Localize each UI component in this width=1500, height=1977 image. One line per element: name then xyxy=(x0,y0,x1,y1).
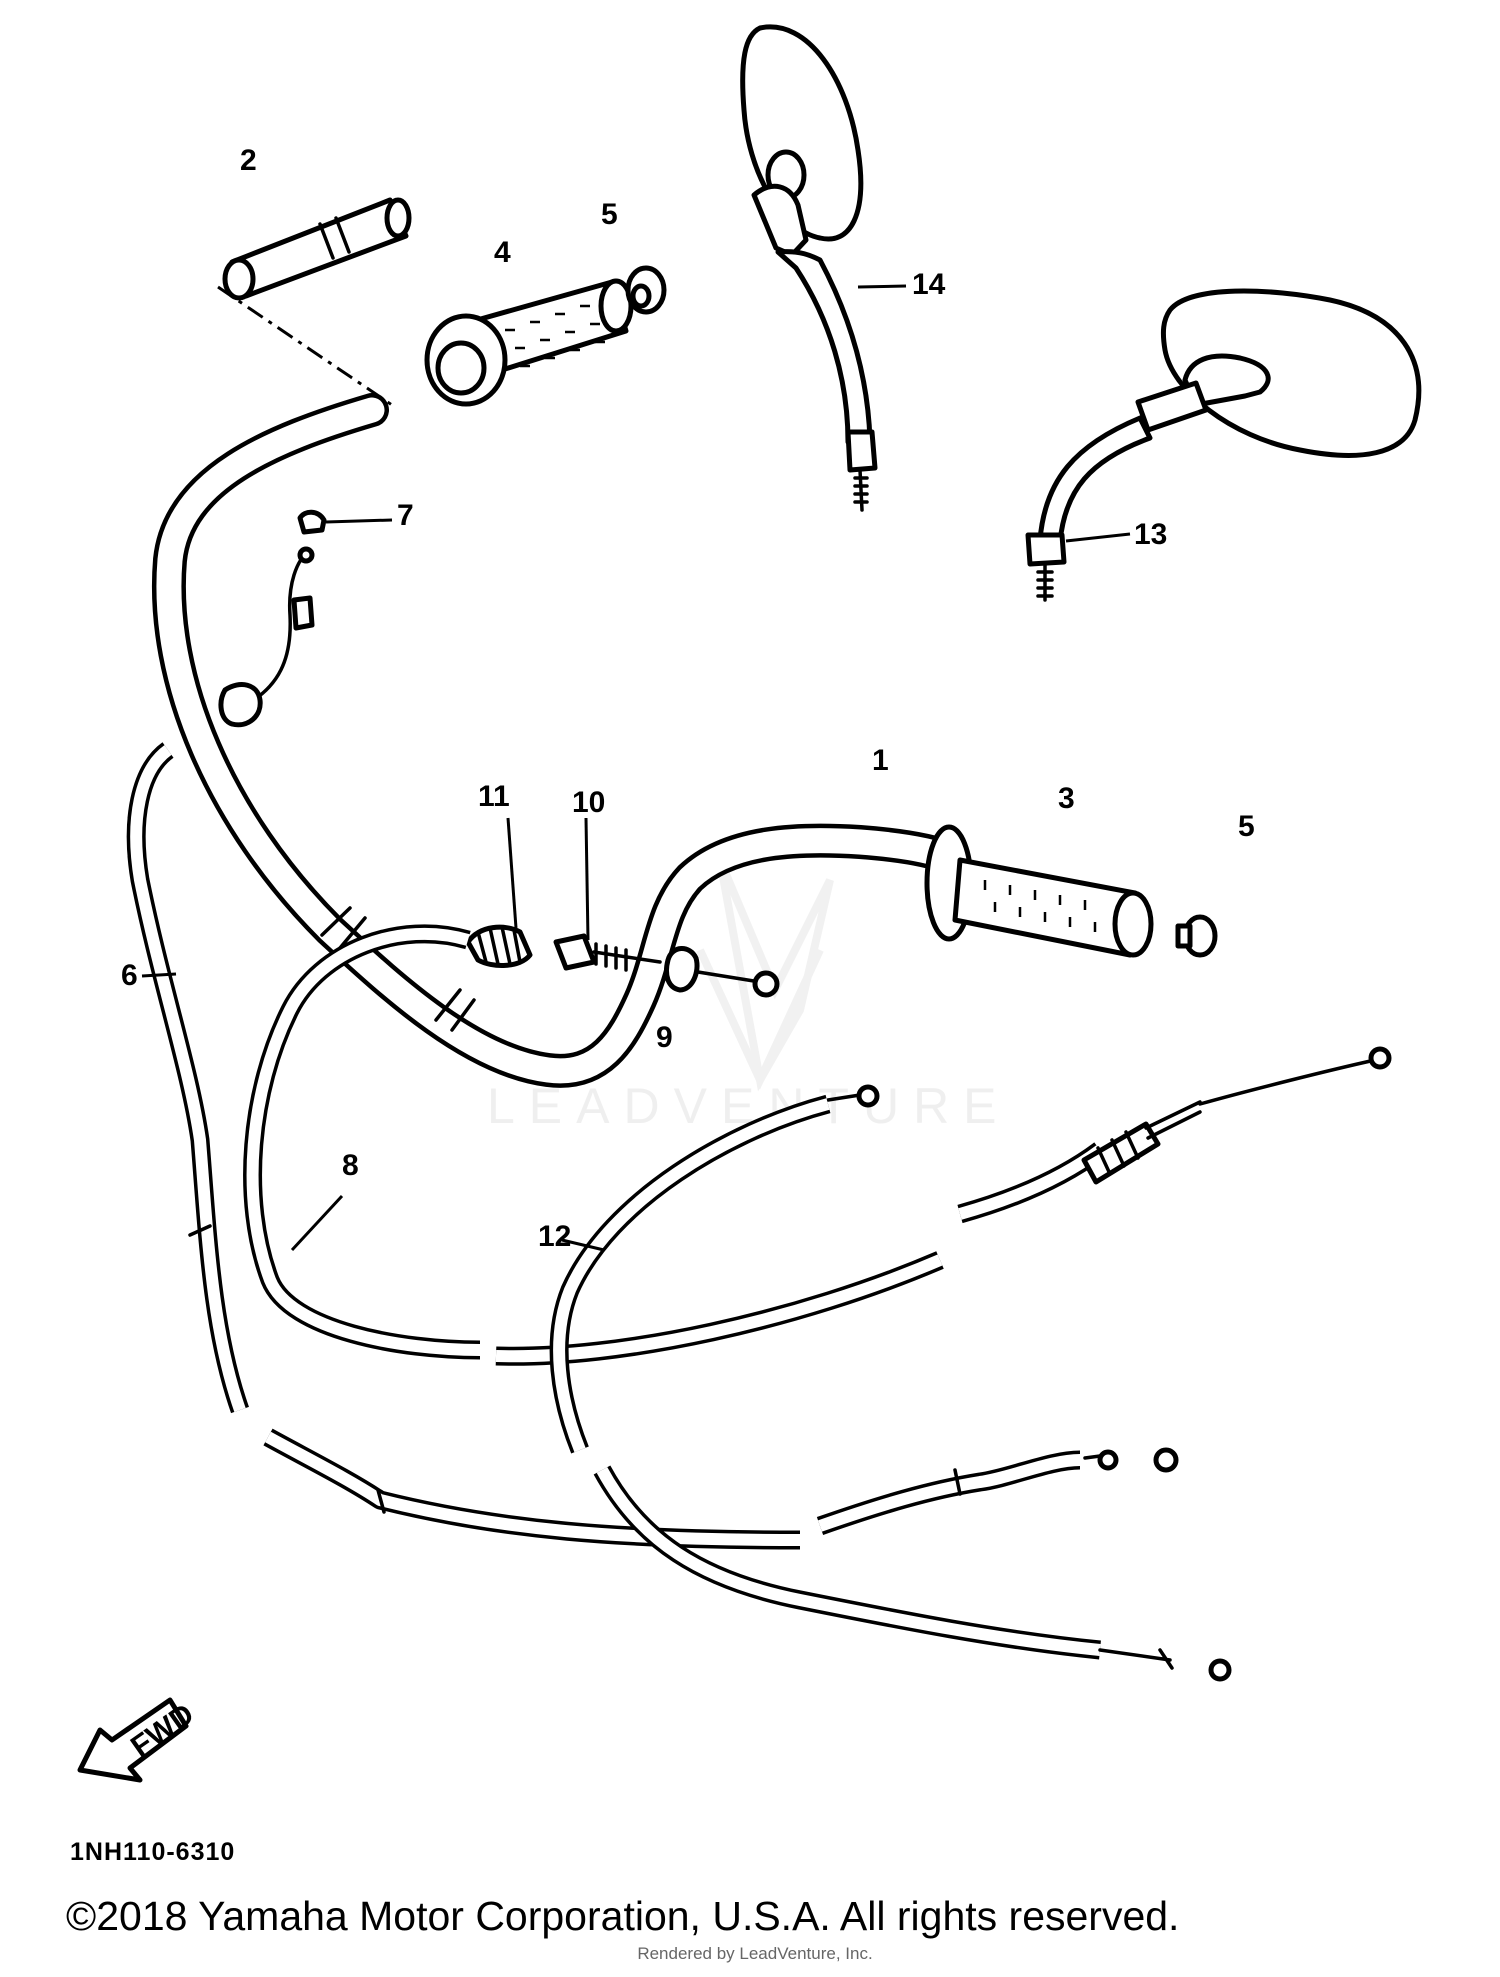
callout-5-right: 5 xyxy=(1238,810,1255,843)
callout-3: 3 xyxy=(1058,782,1075,815)
part-12-cable xyxy=(549,1084,1232,1682)
part-5-end-cap-upper xyxy=(625,265,667,315)
callout-7: 7 xyxy=(397,499,414,532)
callout-6: 6 xyxy=(121,959,138,992)
part-13-right-mirror xyxy=(1025,288,1422,602)
callout-12: 12 xyxy=(538,1220,571,1253)
callout-8: 8 xyxy=(342,1149,359,1182)
callout-14: 14 xyxy=(912,268,946,301)
part-7-switch-connector xyxy=(218,509,393,728)
fwd-arrow-icon: FWD xyxy=(77,1697,200,1783)
leadventure-watermark: LEADVENTURE xyxy=(487,858,1011,1134)
callout-2: 2 xyxy=(240,144,257,177)
callout-labels: 2 4 5 14 13 7 1 3 5 11 10 9 6 8 12 xyxy=(121,144,1255,1253)
part-5-end-cap-right xyxy=(1175,914,1218,958)
part-6-cable xyxy=(126,742,1179,1550)
part-3-right-grip xyxy=(924,824,1154,958)
callout-13: 13 xyxy=(1134,518,1167,551)
part-14-left-mirror xyxy=(740,24,907,512)
part-9-cable-holder xyxy=(664,946,780,998)
part-10-locknut xyxy=(553,817,662,972)
callout-4: 4 xyxy=(494,236,511,269)
copyright-notice: ©2018 Yamaha Motor Corporation, U.S.A. A… xyxy=(66,1893,1180,1939)
part-8-cable xyxy=(243,924,1392,1366)
callout-9: 9 xyxy=(656,1021,673,1054)
part-1-handlebar xyxy=(152,393,967,1088)
part-4-left-grip xyxy=(424,278,634,407)
part-2-throttle-guide xyxy=(217,197,412,407)
part-11-adjuster xyxy=(465,817,533,968)
renderer-note: Rendered by LeadVenture, Inc. xyxy=(637,1944,873,1963)
callout-10: 10 xyxy=(572,786,605,819)
diagram-code: 1NH110-6310 xyxy=(70,1838,236,1866)
callout-5-upper: 5 xyxy=(601,198,618,231)
callout-1: 1 xyxy=(872,744,889,777)
watermark-text: LEADVENTURE xyxy=(487,1078,1011,1134)
callout-11: 11 xyxy=(478,780,510,813)
